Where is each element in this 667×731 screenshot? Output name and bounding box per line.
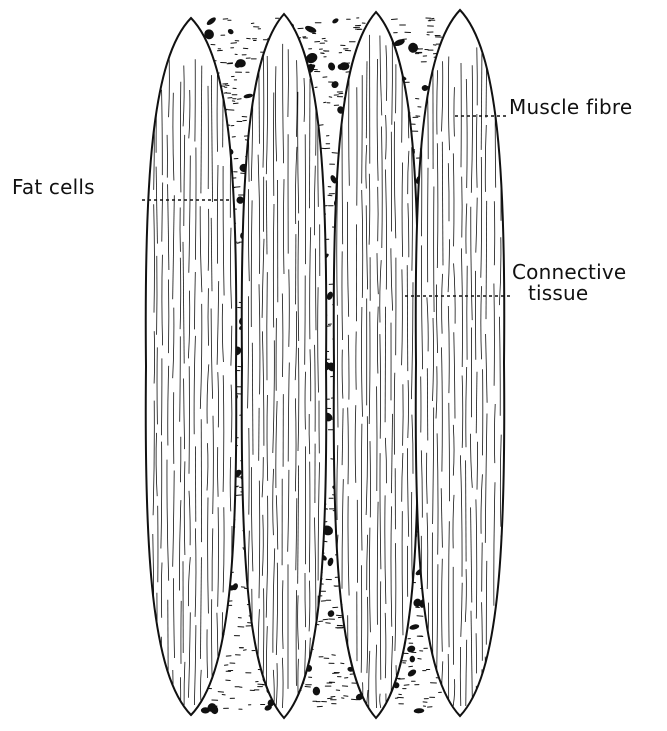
label-connective-line1: Connective xyxy=(512,262,626,283)
muscle-fibres xyxy=(146,10,505,718)
fat-cell xyxy=(414,708,425,714)
fat-cell xyxy=(243,93,253,99)
fat-cell xyxy=(205,16,217,26)
fat-cell xyxy=(227,28,235,35)
label-muscle-fibre: Muscle fibre xyxy=(509,97,632,118)
muscle-fibre-4 xyxy=(416,10,505,716)
fat-cell xyxy=(312,687,320,696)
fibre-outline xyxy=(416,10,505,716)
fat-cell xyxy=(409,623,420,630)
muscle-fibre-1 xyxy=(146,18,237,715)
muscle-fibre-2 xyxy=(242,14,327,718)
fat-cell xyxy=(327,61,337,71)
label-fat-cells: Fat cells xyxy=(12,177,95,198)
fibre-outline xyxy=(334,12,419,718)
fibre-outline xyxy=(242,14,327,718)
fat-cell xyxy=(327,557,335,567)
fat-cell xyxy=(304,25,317,35)
label-connective-line2: tissue xyxy=(512,283,626,304)
fat-cell xyxy=(331,17,339,24)
label-connective-tissue: Connective tissue xyxy=(512,262,626,304)
muscle-fibre-3 xyxy=(334,12,419,718)
fat-cell xyxy=(410,656,416,663)
fat-cell xyxy=(330,80,340,90)
fat-cell xyxy=(407,668,418,678)
fat-cell xyxy=(326,609,335,618)
